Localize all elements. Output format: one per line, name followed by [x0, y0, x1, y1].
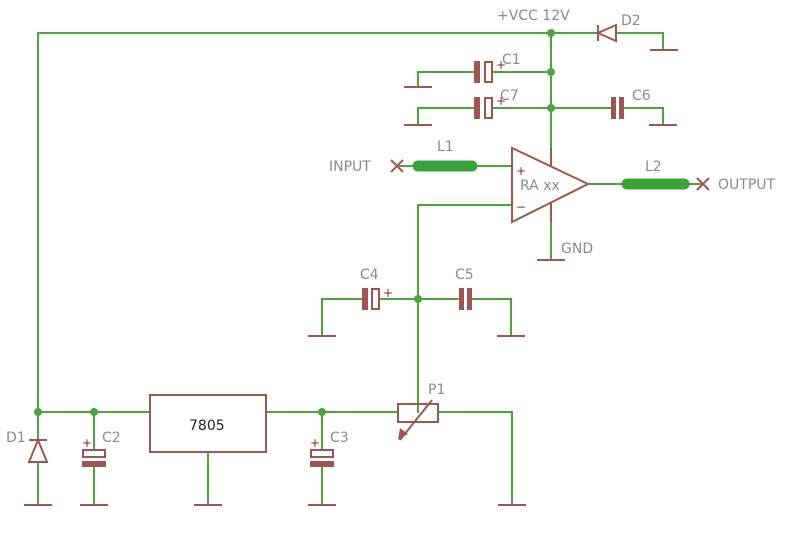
- junction-dot: [34, 408, 42, 416]
- amplifier-triangle: [511, 146, 591, 224]
- c3-polarity: +: [310, 436, 320, 450]
- c3-label: C3: [330, 430, 349, 446]
- capacitor-c2-plate-open: [82, 449, 106, 458]
- output-x-mark: [696, 177, 710, 191]
- l2-label: L2: [645, 159, 662, 175]
- wire-c4-left: [321, 298, 363, 337]
- vcc-label: +VCC 12V: [497, 8, 570, 24]
- junctions: [34, 29, 555, 416]
- wire-inverting: [417, 204, 513, 413]
- junction-dot: [90, 408, 98, 416]
- potentiometer-body: [397, 403, 439, 423]
- gnd-label: GND: [561, 241, 593, 257]
- amplifier-label: RA xx: [520, 178, 560, 194]
- amplifier-minus-pin: −: [516, 200, 526, 214]
- input-x-mark: [390, 159, 404, 173]
- input-label: INPUT: [329, 159, 371, 175]
- c4-label: C4: [360, 267, 379, 283]
- c2-label: C2: [102, 430, 121, 446]
- c7-polarity: +: [496, 94, 506, 108]
- capacitor-c2: [82, 449, 106, 467]
- junction-dot: [547, 104, 555, 112]
- wires: [37, 32, 704, 506]
- c7-label: C7: [500, 88, 519, 104]
- c2-polarity: +: [82, 436, 92, 450]
- capacitor-c2-plate: [82, 461, 106, 467]
- wire-c7-left: [417, 107, 475, 126]
- regulator-label: 7805: [189, 418, 225, 434]
- input-terminal: [390, 159, 404, 173]
- wire-top-rail: [37, 32, 552, 413]
- capacitor-c4-plate-open: [371, 288, 380, 310]
- amplifier-plus-pin: +: [516, 164, 526, 178]
- capacitor-c6: [611, 97, 624, 119]
- diode-d1-triangle: [27, 437, 49, 463]
- regulator-7805: [149, 394, 267, 453]
- wire-c1-left: [417, 71, 475, 88]
- capacitor-c1: [474, 61, 493, 83]
- junction-dot: [547, 29, 555, 37]
- capacitor-c3-plate: [310, 461, 334, 467]
- d1-label: D1: [6, 430, 26, 446]
- capacitor-c7-plate-open: [484, 97, 493, 119]
- potentiometer-p1: [397, 399, 439, 441]
- capacitor-c5: [459, 288, 472, 310]
- junction-dot: [547, 68, 555, 76]
- capacitor-c5-plate: [467, 288, 472, 310]
- wire-c6-right: [621, 107, 664, 126]
- diode-d1: [27, 437, 49, 463]
- c5-label: C5: [455, 267, 474, 283]
- potentiometer-wiper-arrow: [398, 428, 408, 440]
- regulator-body: [149, 394, 267, 453]
- capacitor-c6-plate: [611, 97, 616, 119]
- capacitor-c1-plate-open: [484, 61, 493, 83]
- capacitor-c5-plate: [459, 288, 464, 310]
- capacitor-c3: [310, 449, 334, 467]
- wire-bottom-right: [437, 411, 513, 506]
- diode-d2-triangle: [595, 23, 617, 43]
- capacitor-c7: [474, 97, 493, 119]
- capacitor-c1-plate: [474, 61, 480, 83]
- output-terminal: [696, 177, 710, 191]
- c1-label: C1: [502, 52, 521, 68]
- output-label: OUTPUT: [718, 177, 776, 193]
- c6-label: C6: [632, 88, 651, 104]
- capacitor-c4-plate: [362, 288, 368, 310]
- ground-symbols: [24, 49, 678, 506]
- c1-polarity: +: [496, 58, 506, 72]
- capacitor-c4: [362, 288, 380, 310]
- junction-dot: [414, 295, 422, 303]
- junction-dot: [318, 408, 326, 416]
- diode-d2: [595, 23, 617, 43]
- capacitor-c3-plate-open: [310, 449, 334, 458]
- wire-d2-ground: [615, 32, 664, 51]
- capacitor-c6-plate: [619, 97, 624, 119]
- c4-polarity: +: [383, 286, 393, 300]
- p1-label: P1: [428, 382, 445, 398]
- wire-c5-right: [469, 298, 512, 337]
- d2-label: D2: [621, 13, 641, 29]
- capacitor-c7-plate: [474, 97, 480, 119]
- l1-label: L1: [437, 139, 454, 155]
